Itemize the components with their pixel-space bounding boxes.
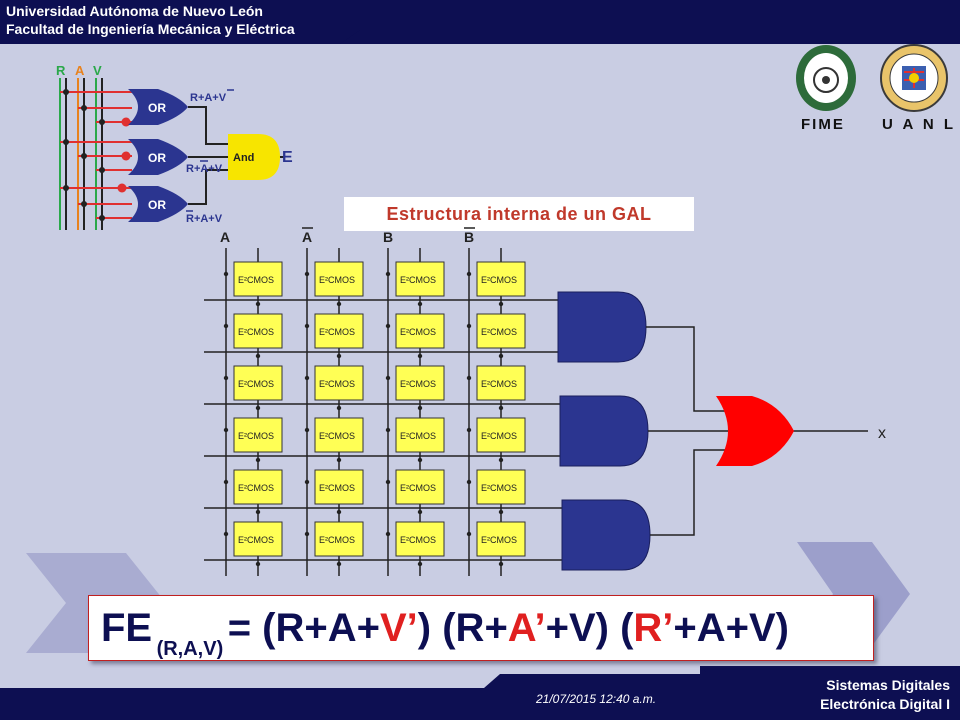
footer-datetime: 21/07/2015 12:40 a.m. (536, 692, 657, 706)
gal-cell-14 (395, 417, 445, 453)
gal-input-b-not: B (464, 229, 474, 245)
or-gate-3 (128, 186, 188, 222)
gal-cell-2 (395, 261, 445, 297)
formula-v-complement: V’ (380, 606, 418, 650)
course-name-2: Electrónica Digital I (820, 696, 950, 712)
svg-text:And: And (233, 152, 254, 164)
fime-label: FIME (801, 116, 845, 133)
gal-and-gate-1 (557, 291, 647, 363)
gal-cell-12 (233, 417, 283, 453)
gal-cell-22 (395, 521, 445, 557)
course-name-1: Sistemas Digitales (826, 677, 950, 693)
uanl-logo (880, 44, 948, 112)
gal-cell-label-22: E²CMOS (400, 535, 436, 545)
term-label-2: R+A+V (186, 163, 223, 175)
gal-cell-label-14: E²CMOS (400, 431, 436, 441)
gal-cell-label-0: E²CMOS (238, 275, 274, 285)
gal-cell-label-12: E²CMOS (238, 431, 274, 441)
gal-cell-label-21: E²CMOS (319, 535, 355, 545)
gal-cell-label-10: E²CMOS (400, 379, 436, 389)
gal-cell-label-3: E²CMOS (481, 275, 517, 285)
gal-cell-label-2: E²CMOS (400, 275, 436, 285)
svg-text:OR: OR (148, 101, 166, 115)
formula-a-complement: A’ (507, 606, 546, 650)
circuit-input-r: R (56, 63, 66, 78)
gal-cell-label-4: E²CMOS (238, 327, 274, 337)
gal-cell-5 (314, 313, 364, 349)
gal-and-gate-3 (561, 499, 651, 571)
circuit-input-a: A (75, 63, 85, 78)
gal-output-x: x (878, 425, 886, 442)
gal-cell-label-7: E²CMOS (481, 327, 517, 337)
footer-bar (0, 666, 960, 720)
svg-text:OR: OR (148, 151, 166, 165)
gal-cell-16 (233, 469, 283, 505)
or-and-circuit: R A V OR OR OR And (56, 63, 293, 230)
circuit-output-e: E (282, 149, 293, 166)
gal-cell-9 (314, 365, 364, 401)
formula-box: FE (R,A,V) = (R+A+V’) (R+A’+V) (R’+A+V) (88, 595, 874, 661)
gal-cell-11 (476, 365, 526, 401)
gal-cell-6 (395, 313, 445, 349)
svg-text:OR: OR (148, 198, 166, 212)
gal-cell-17 (314, 469, 364, 505)
gal-input-a: A (220, 229, 230, 245)
gal-cell-3 (476, 261, 526, 297)
gal-cell-label-5: E²CMOS (319, 327, 355, 337)
gal-cell-19 (476, 469, 526, 505)
circuit-input-v: V (93, 63, 102, 78)
gal-title: Estructura interna de un GAL (344, 197, 694, 231)
header-bar: Universidad Autónoma de Nuevo León Facul… (0, 0, 960, 44)
gal-cell-label-13: E²CMOS (319, 431, 355, 441)
or-gate-2 (128, 139, 188, 175)
gal-cell-4 (233, 313, 283, 349)
gal-cell-label-20: E²CMOS (238, 535, 274, 545)
gal-cell-grid: E²CMOS E²CMOS E²CMOS E²CMOS E²CMOS E²CMOS E²CM… (204, 248, 562, 576)
gal-or-gate (716, 396, 794, 466)
gal-cell-label-9: E²CMOS (319, 379, 355, 389)
gal-cell-20 (233, 521, 283, 557)
gal-input-a-not: A (302, 229, 312, 245)
term-label-1: R+A+V (190, 92, 227, 104)
gal-input-b: B (383, 229, 393, 245)
gal-cell-1 (314, 261, 364, 297)
university-name: Universidad Autónoma de Nuevo León (6, 3, 263, 19)
gal-cell-label-6: E²CMOS (400, 327, 436, 337)
formula-r-complement: R’ (633, 606, 674, 650)
gal-cell-18 (395, 469, 445, 505)
gal-cell-label-18: E²CMOS (400, 483, 436, 493)
gal-cell-label-11: E²CMOS (481, 379, 517, 389)
faculty-name: Facultad de Ingeniería Mecánica y Eléctr… (6, 21, 295, 37)
gal-cell-0 (233, 261, 283, 297)
uanl-label: U A N L (882, 116, 957, 133)
gal-cell-8 (233, 365, 283, 401)
gal-cell-7 (476, 313, 526, 349)
gal-cell-21 (314, 521, 364, 557)
fime-logo (796, 45, 856, 111)
gal-and-gate-2 (559, 395, 649, 467)
gal-cell-10 (395, 365, 445, 401)
gal-cell-label-23: E²CMOS (481, 535, 517, 545)
formula-subscript: (R,A,V) (156, 638, 224, 660)
gal-cell-label-16: E²CMOS (238, 483, 274, 493)
gal-cell-label-15: E²CMOS (481, 431, 517, 441)
gal-cell-15 (476, 417, 526, 453)
gal-cell-23 (476, 521, 526, 557)
gal-cell-label-17: E²CMOS (319, 483, 355, 493)
gal-cell-label-1: E²CMOS (319, 275, 355, 285)
header-shape (0, 0, 960, 44)
formula-prefix: FE (101, 606, 153, 650)
or-gate-1 (128, 89, 188, 125)
term-label-3: R+A+V (186, 213, 223, 225)
gal-cell-label-19: E²CMOS (481, 483, 517, 493)
and-gate (228, 134, 280, 180)
gal-cell-13 (314, 417, 364, 453)
gal-cell-label-8: E²CMOS (238, 379, 274, 389)
